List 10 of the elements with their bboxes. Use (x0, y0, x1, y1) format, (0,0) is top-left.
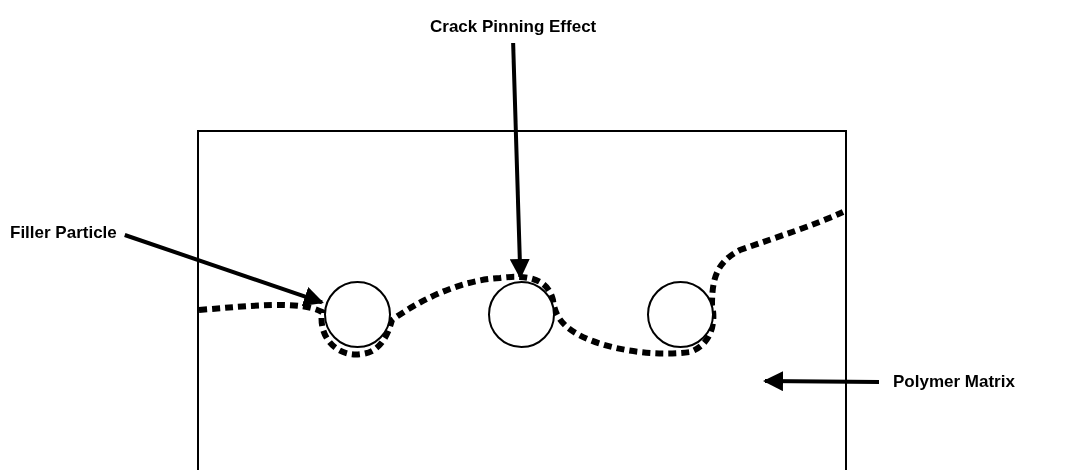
particle-circle (488, 281, 555, 348)
arrow (763, 371, 880, 392)
arrow (124, 233, 324, 306)
callout-label: Crack Pinning Effect (430, 17, 597, 37)
callout-label: Filler Particle (10, 223, 117, 243)
arrow (509, 42, 530, 279)
particle-circle (324, 281, 391, 348)
matrix-block (197, 130, 847, 470)
callout-label: Polymer Matrix (893, 372, 1015, 392)
particle-circle (647, 281, 714, 348)
